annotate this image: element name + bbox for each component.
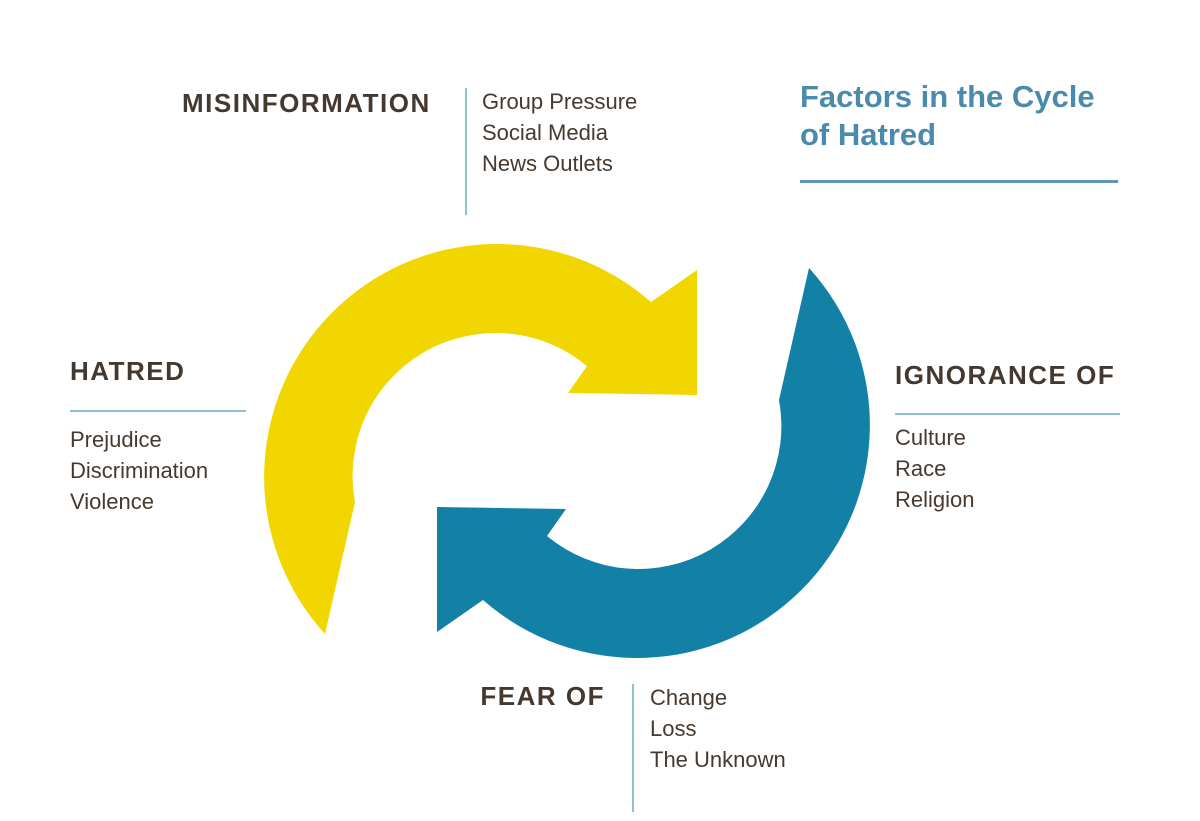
factor-heading-misinformation: MISINFORMATION [182,88,431,118]
factor-heading-fear: FEAR OF [480,681,605,711]
list-item: Social Media [482,120,608,145]
title-underline [800,180,1118,183]
factor-list-ignorance: Culture Race Religion [895,422,975,515]
divider-ignorance [895,413,1120,415]
list-item: Race [895,456,947,481]
list-item: Prejudice [70,427,162,452]
divider-fear [632,684,634,812]
list-item: Violence [70,489,154,514]
list-item: News Outlets [482,151,613,176]
factor-list-fear: Change Loss The Unknown [650,682,786,775]
page-title-line1: Factors in the Cycle [800,79,1095,114]
list-item: Religion [895,487,975,512]
title-block: Factors in the Cycle of Hatred [800,78,1095,154]
list-item: Discrimination [70,458,209,483]
factor-heading-ignorance: IGNORANCE OF [895,360,1116,390]
divider-misinformation [465,88,467,215]
factor-list-misinformation: Group Pressure Social Media News Outlets [482,86,637,179]
list-item: Culture [895,425,966,450]
list-item: Group Pressure [482,89,638,114]
list-item: The Unknown [650,747,786,772]
divider-hatred [70,410,246,412]
factor-heading-hatred: HATRED [70,356,186,386]
list-item: Change [650,685,728,710]
factor-list-hatred: Prejudice Discrimination Violence [70,424,208,517]
list-item: Loss [650,716,697,741]
page-title-line2: of Hatred [800,117,937,152]
